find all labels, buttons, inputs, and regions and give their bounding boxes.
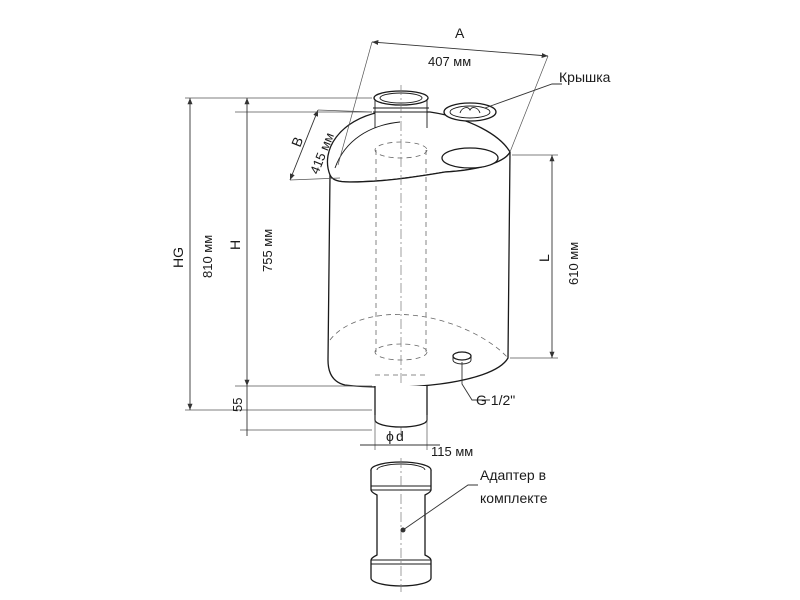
callout-adapter-line1: Адаптер в	[480, 467, 546, 483]
dimension-d: ϕ d 115 мм	[360, 415, 473, 459]
lid-icon	[443, 102, 497, 122]
dimension-a: A 407 мм	[337, 25, 549, 166]
top-pipe	[373, 85, 429, 440]
dimension-a-value: 407 мм	[428, 54, 471, 69]
dimension-l-letter: L	[536, 254, 552, 262]
dimension-l-value: 610 мм	[566, 242, 581, 285]
callout-thread: G 1/2"	[461, 362, 515, 408]
callout-thread-label: G 1/2"	[476, 392, 515, 408]
dimension-55: 55	[230, 386, 372, 436]
dimension-h: H 755 мм	[227, 98, 372, 387]
dimension-h-letter: H	[227, 240, 243, 250]
dimension-d-letter: d	[396, 428, 404, 444]
dimension-hg-value: 810 мм	[200, 235, 215, 278]
filler-opening	[441, 147, 499, 169]
dimension-a-letter: A	[455, 25, 465, 41]
dimension-hg-letter: HG	[170, 247, 186, 268]
callout-lid-label: Крышка	[559, 69, 611, 85]
dimension-55-value: 55	[230, 398, 245, 412]
dimension-hg: HG 810 мм	[170, 97, 372, 411]
dimension-l: L 610 мм	[510, 154, 581, 359]
callout-lid: Крышка	[484, 69, 611, 109]
callout-adapter: Адаптер в комплекте	[400, 467, 548, 533]
dimension-d-symbol: ϕ	[386, 428, 394, 444]
dimension-b-letter: B	[288, 134, 306, 149]
dimension-h-value: 755 мм	[260, 229, 275, 272]
callout-adapter-line2: комплекте	[480, 490, 548, 506]
tank-body	[326, 111, 511, 388]
bottom-pipe	[374, 374, 428, 428]
adapter	[370, 458, 432, 592]
dimension-d-value: 115 мм	[431, 444, 473, 459]
